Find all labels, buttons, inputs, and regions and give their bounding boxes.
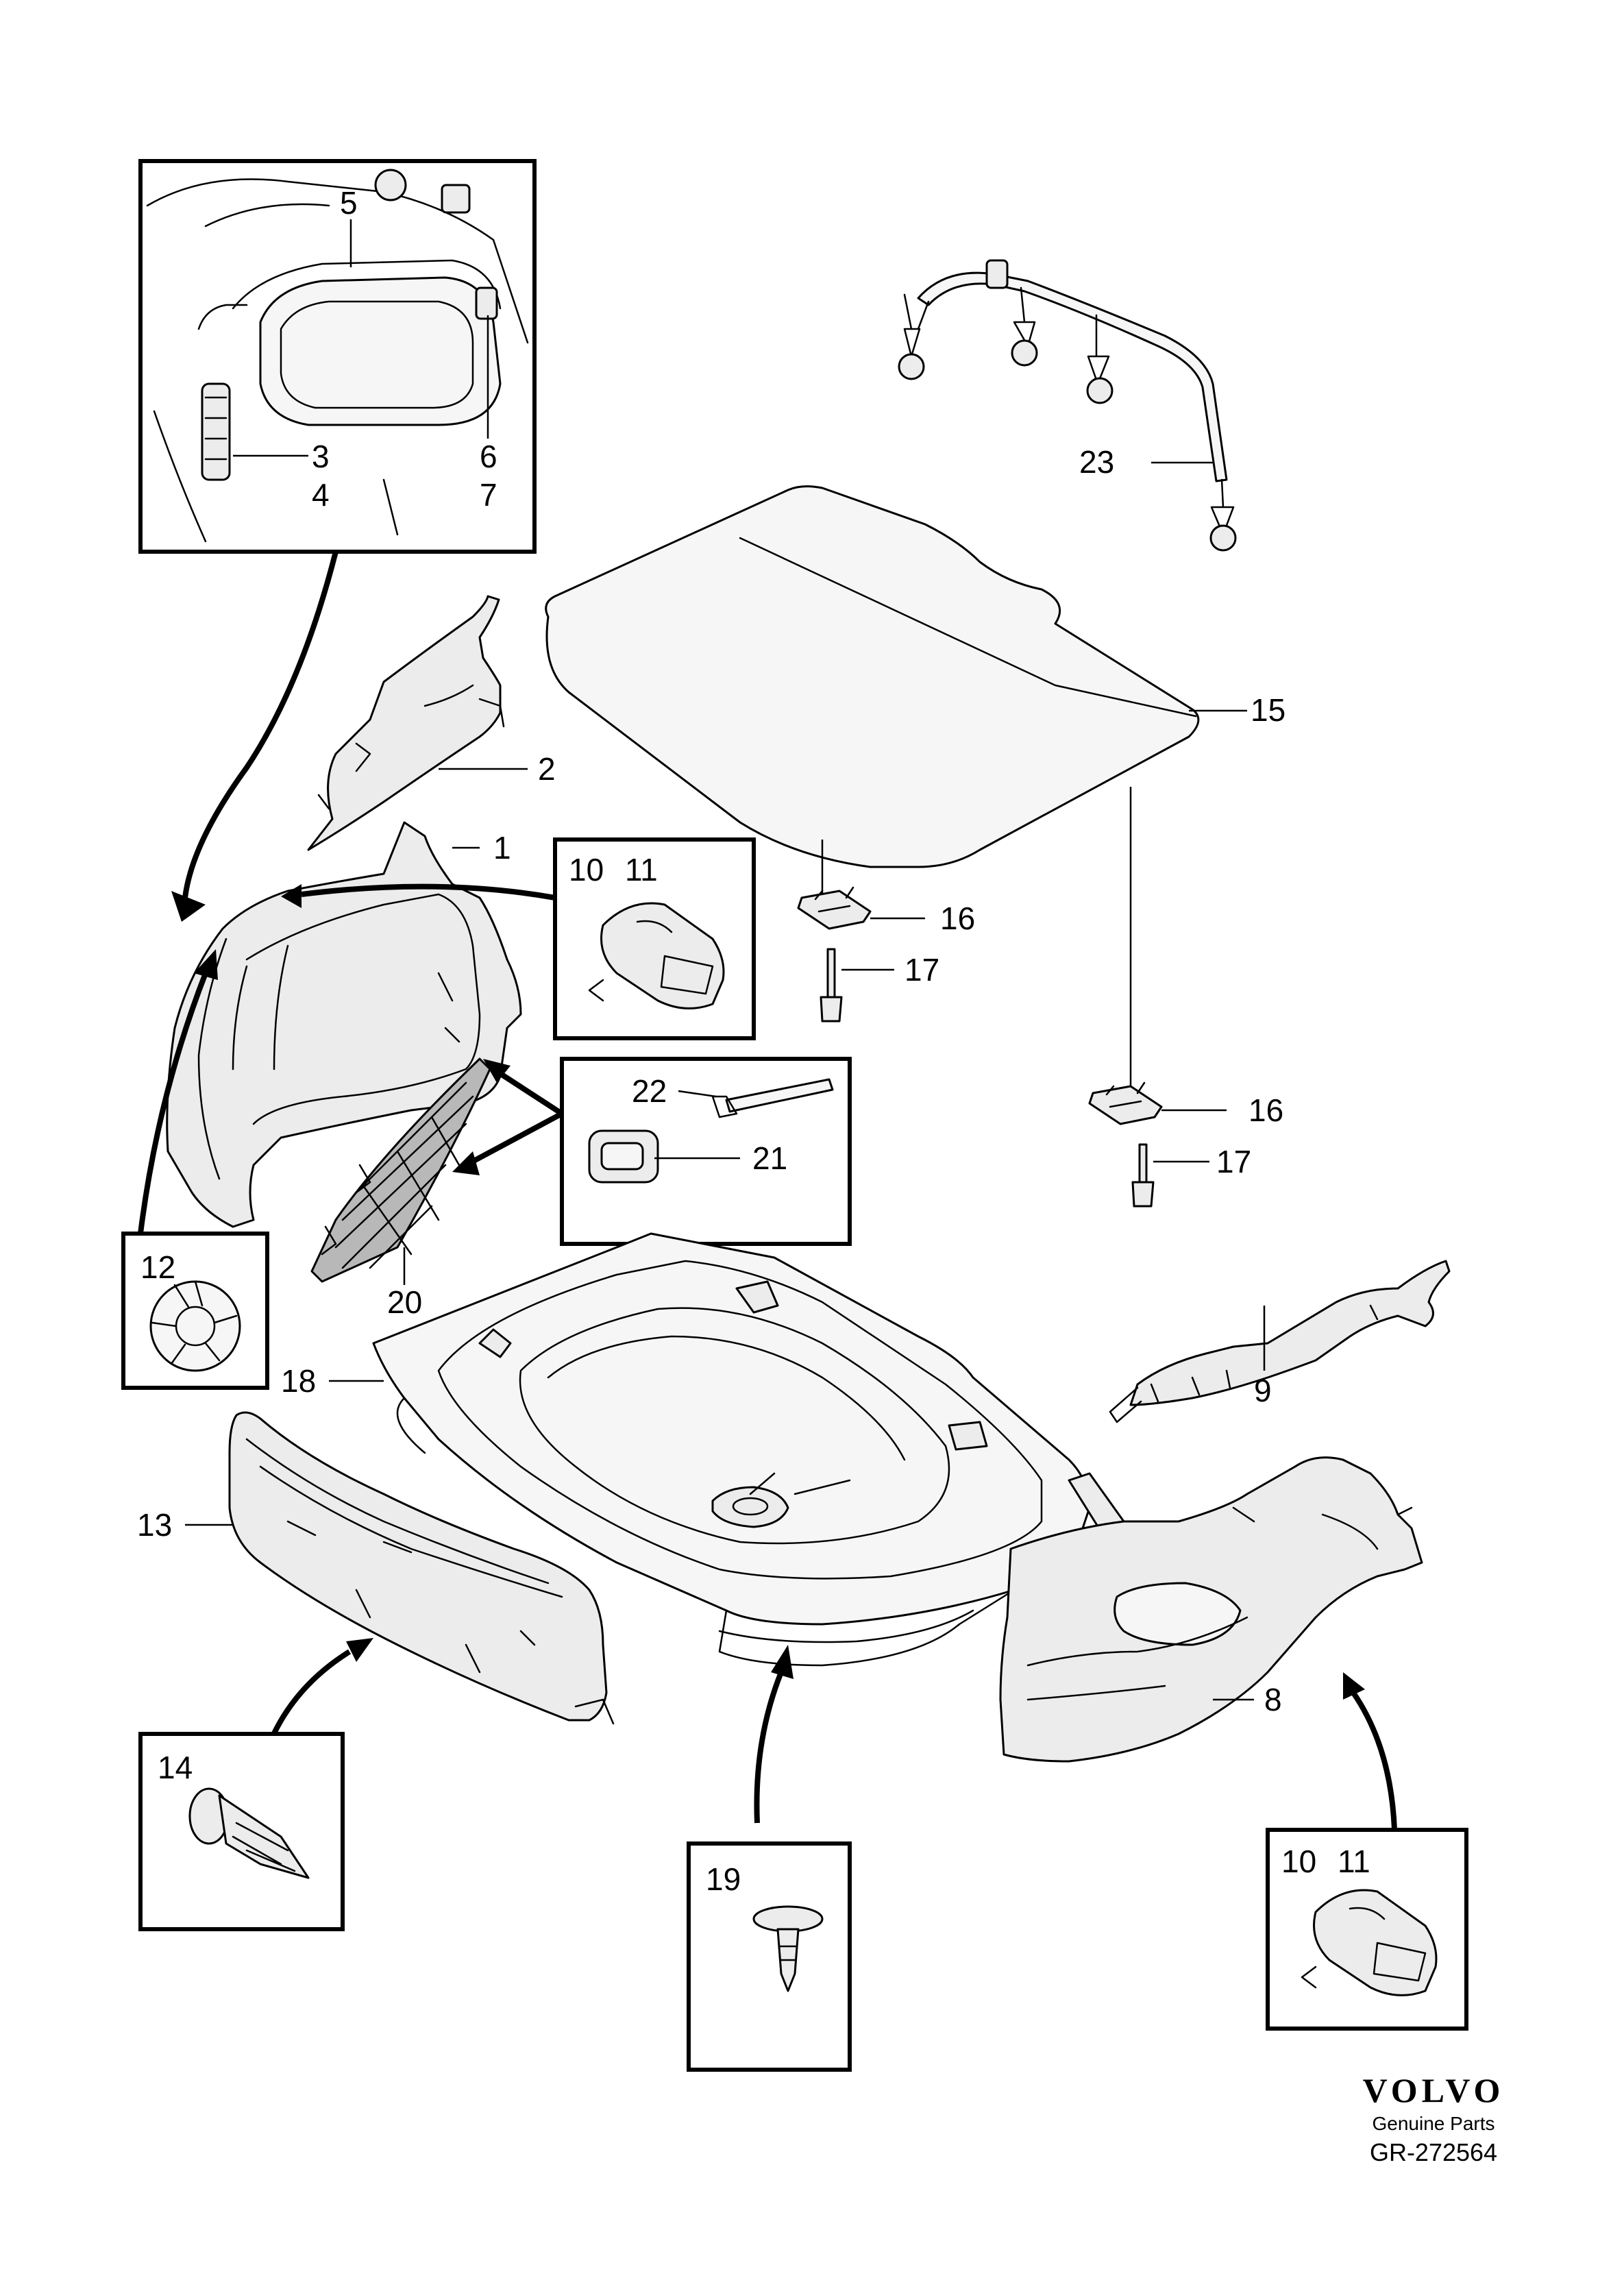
part-2-trim — [307, 595, 528, 851]
callout-16-lower: 16 — [1248, 1092, 1283, 1128]
inset-clip-10-11-top — [553, 837, 756, 1040]
callout-1: 1 — [493, 830, 511, 866]
inset-clip-10-11-bottom — [1266, 1828, 1468, 2031]
part-9-panel — [1109, 1260, 1451, 1423]
callout-7: 7 — [480, 477, 497, 513]
callout-19: 19 — [706, 1861, 741, 1897]
genuine-parts-label: Genuine Parts — [1373, 2113, 1495, 2134]
callout-16-upper: 16 — [940, 901, 975, 936]
part-8-right-trim — [999, 1456, 1423, 1763]
callout-18: 18 — [281, 1363, 316, 1399]
part-17-bolt-upper — [820, 948, 894, 1023]
callout-6: 6 — [480, 439, 497, 474]
callout-3: 3 — [312, 439, 330, 474]
callout-11-bottom: 11 — [1338, 1844, 1370, 1879]
inset-clip-14 — [138, 1732, 345, 1931]
callout-9: 9 — [1254, 1373, 1272, 1408]
callout-23: 23 — [1079, 444, 1114, 480]
callout-20: 20 — [387, 1284, 422, 1320]
part-13-sill-panel — [185, 1411, 615, 1725]
callout-4: 4 — [312, 477, 330, 513]
inset-clip-19 — [687, 1841, 852, 2072]
callout-15: 15 — [1251, 692, 1285, 728]
inset-lighting-detail — [138, 159, 537, 554]
callout-10-top: 10 — [569, 852, 604, 888]
callout-17-upper: 17 — [905, 952, 939, 988]
callout-11-top: 11 — [625, 852, 658, 888]
callout-2: 2 — [538, 751, 556, 787]
callout-10-bottom: 10 — [1281, 1844, 1316, 1879]
part-16-bracket-upper — [797, 840, 925, 930]
callout-22: 22 — [632, 1073, 667, 1109]
part-18-trunk-floor — [329, 1232, 1125, 1667]
callout-21: 21 — [752, 1140, 787, 1176]
inset-clip-12 — [121, 1232, 269, 1390]
part-1-side-trim — [166, 821, 522, 1228]
part-16-bracket-lower — [1088, 1081, 1227, 1125]
callout-8: 8 — [1264, 1682, 1282, 1717]
callout-5: 5 — [340, 185, 358, 221]
part-15-cover — [545, 485, 1247, 1090]
callout-14: 14 — [158, 1750, 193, 1785]
callout-13: 13 — [137, 1507, 172, 1543]
callout-17-lower: 17 — [1216, 1144, 1251, 1179]
inset-net-hooks-21-22 — [560, 1057, 852, 1246]
part-23-strap — [898, 259, 1237, 552]
diagram-code: GR-272564 — [1370, 2138, 1497, 2166]
part-20-net — [310, 1057, 491, 1285]
part-17-bolt-lower — [1131, 1143, 1209, 1208]
callout-12: 12 — [140, 1249, 175, 1285]
volvo-logo: VOLVO — [1363, 2071, 1505, 2109]
